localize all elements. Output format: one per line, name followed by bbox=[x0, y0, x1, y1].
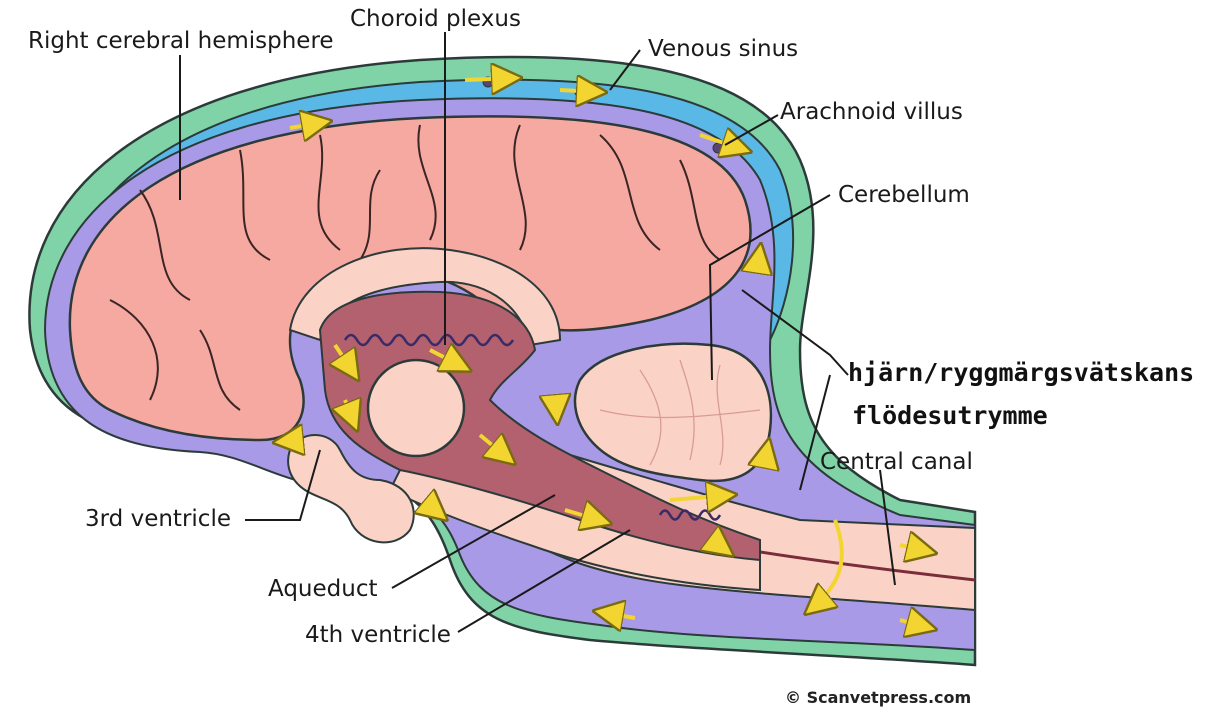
interthalamic-adhesion bbox=[368, 360, 464, 456]
label-choroid-plexus: Choroid plexus bbox=[350, 8, 521, 31]
label-csf-space-line2: flödesutrymme bbox=[852, 403, 1048, 428]
label-third-ventricle: 3rd ventricle bbox=[85, 508, 231, 531]
label-cerebellum: Cerebellum bbox=[838, 184, 970, 207]
label-right-cerebral-hemisphere: Right cerebral hemisphere bbox=[28, 30, 334, 53]
label-venous-sinus: Venous sinus bbox=[648, 38, 798, 61]
label-csf-space-line1: hjärn/ryggmärgsvätskans bbox=[848, 360, 1194, 385]
label-arachnoid-villus: Arachnoid villus bbox=[780, 101, 963, 124]
label-aqueduct: Aqueduct bbox=[268, 578, 378, 601]
label-fourth-ventricle: 4th ventricle bbox=[305, 624, 451, 647]
label-central-canal: Central canal bbox=[820, 451, 973, 474]
copyright-notice: © Scanvetpress.com bbox=[785, 690, 971, 706]
